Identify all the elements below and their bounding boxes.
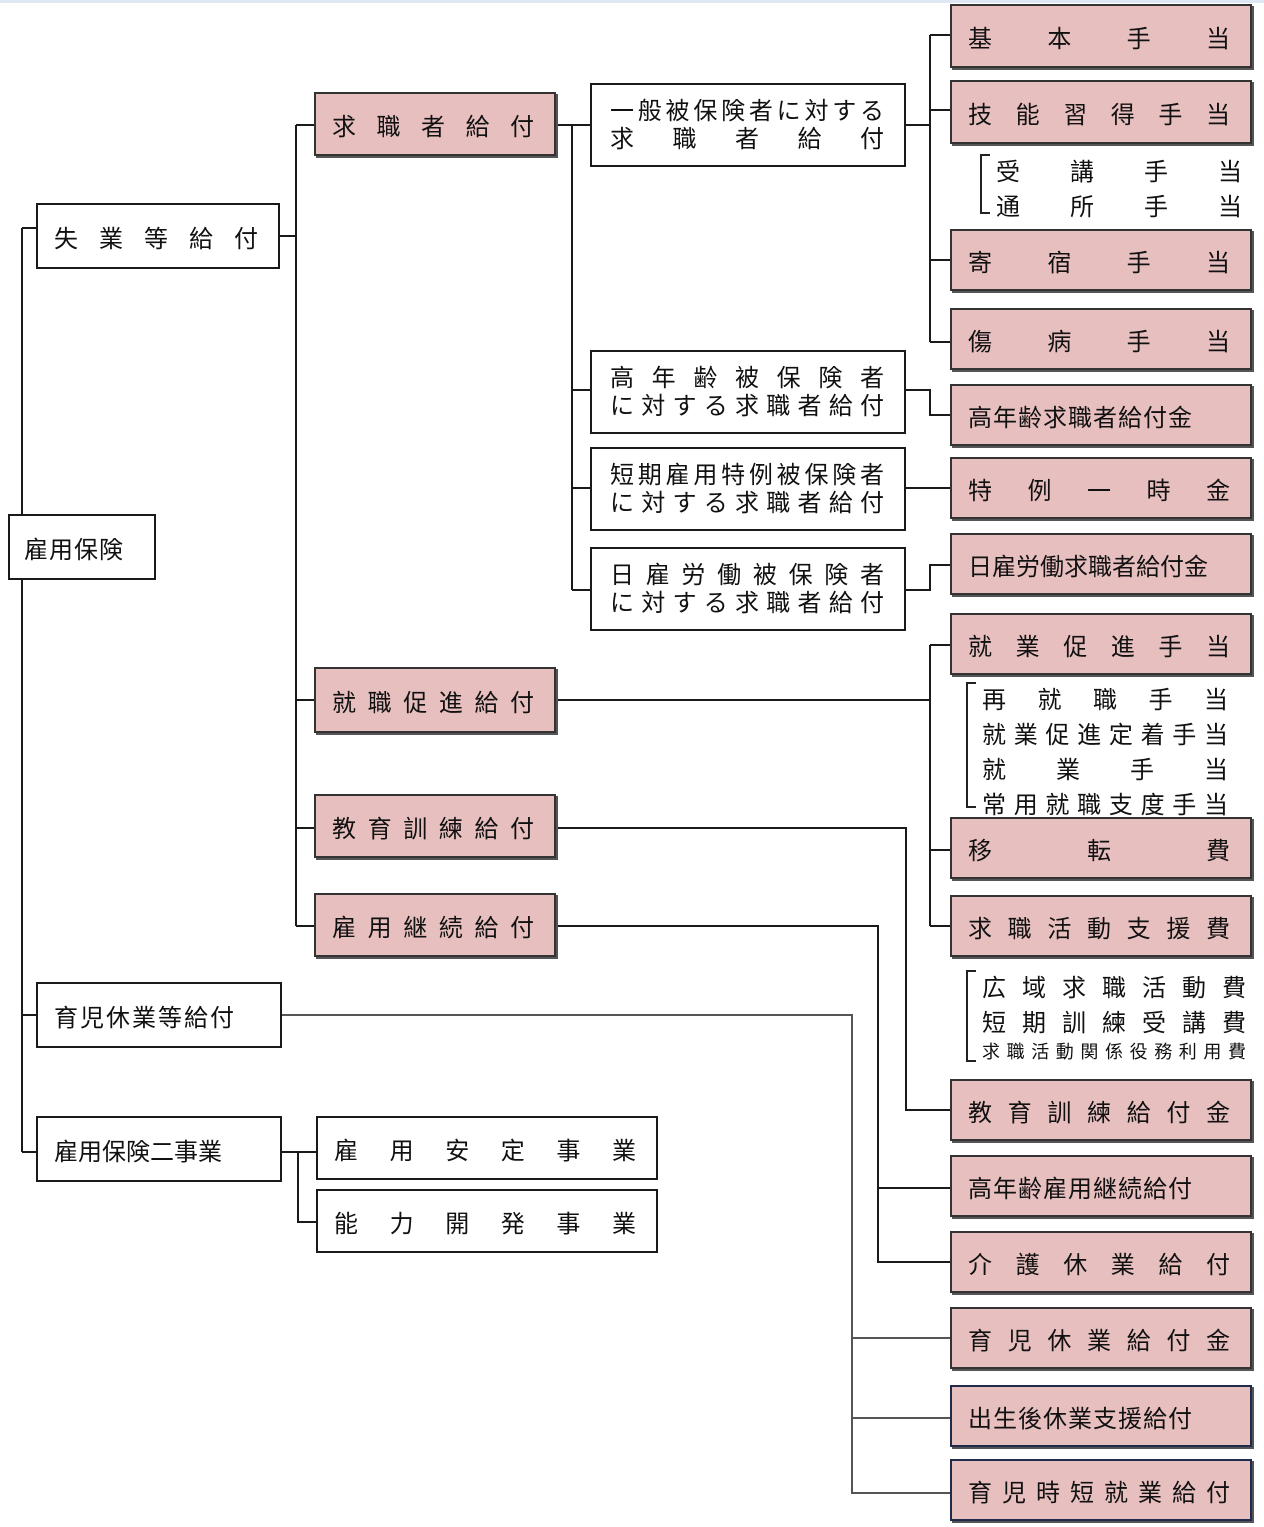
elderly-jobseeker-benefit-node: 高年齢求職者給付金 [950, 384, 1252, 446]
employment-promo-allowance-node: 就業促進手当 [950, 613, 1252, 675]
two-programs-connector [282, 1151, 316, 1223]
root-connector [8, 227, 38, 1153]
relocation-cost-node: 移転費 [950, 817, 1252, 879]
day-laborer-benefit-label: 日雇労働求職者給付金 [968, 552, 1208, 581]
job-search-sub-item: 短期訓練受講費 [982, 1009, 1246, 1037]
day-laborer-insured-node: 日雇労働被保険者 に対する求職者給付 [590, 547, 906, 631]
education-training-node: 教育訓練給付 [314, 794, 556, 858]
jobseeker-label: 求職者給付 [332, 112, 538, 141]
promo-connector [556, 644, 950, 927]
education-training-benefit-node: 教育訓練給付金 [950, 1079, 1252, 1141]
jobseeker-node: 求職者給付 [314, 92, 556, 156]
childcare-leave-label: 育児休業等給付 [54, 1003, 236, 1032]
day-laborer-insured-line1: 日雇労働被保険者 [610, 561, 886, 589]
basic-allowance-label: 基本手当 [968, 24, 1234, 53]
root-node: 雇用保険 [8, 514, 156, 580]
continued-employment-label: 雇用継続給付 [332, 913, 538, 942]
continued-employment-node: 雇用継続給付 [314, 893, 556, 957]
employment-promo-allowance-label: 就業促進手当 [968, 632, 1234, 661]
elderly-insured-node: 高年齢被保険者 に対する求職者給付 [590, 350, 906, 434]
education-training-label: 教育訓練給付 [332, 814, 538, 843]
childcare-leave-benefit-node: 育児休業給付金 [950, 1307, 1252, 1369]
lodging-allowance-label: 寄宿手当 [968, 248, 1234, 277]
employment-stability-node: 雇用安定事業 [316, 1116, 658, 1180]
ability-development-label: 能力開発事業 [334, 1209, 640, 1238]
unemployment-label: 失業等給付 [54, 224, 262, 253]
employment-promo-sub-list: 再就職手当 就業促進定着手当 就業手当 常用就職支度手当 [966, 680, 1228, 819]
postnatal-leave-support-label: 出生後休業支援給付 [968, 1404, 1193, 1433]
general-connector [906, 34, 950, 343]
ability-development-node: 能力開発事業 [316, 1189, 658, 1253]
day-laborer-benefit-node: 日雇労働求職者給付金 [950, 533, 1252, 595]
childcare-short-time-node: 育児時短就業給付 [950, 1459, 1252, 1521]
continued-connector [556, 925, 950, 1263]
employment-promo-sub-item: 常用就職支度手当 [982, 791, 1228, 819]
short-term-insured-node: 短期雇用特例被保険者 に対する求職者給付 [590, 447, 906, 531]
special-lump-sum-label: 特例一時金 [968, 476, 1234, 505]
childcare-leave-benefit-label: 育児休業給付金 [968, 1326, 1234, 1355]
special-lump-sum-node: 特例一時金 [950, 457, 1252, 519]
skill-sub-item: 受講手当 [996, 158, 1242, 186]
skill-sub-list: 受講手当 通所手当 [980, 152, 1242, 221]
postnatal-leave-support-node: 出生後休業支援給付 [950, 1385, 1252, 1447]
employment-promo-sub-bracket [966, 682, 976, 808]
elderly-continued-employment-node: 高年齢雇用継続給付 [950, 1155, 1252, 1217]
family-care-leave-node: 介護休業給付 [950, 1231, 1252, 1293]
reemployment-promo-node: 就職促進給付 [314, 667, 556, 733]
top-rule [0, 0, 1264, 3]
employment-promo-sub-item: 就業促進定着手当 [982, 721, 1228, 749]
basic-allowance-node: 基本手当 [950, 4, 1252, 68]
childcare-leave-node: 育児休業等給付 [36, 982, 282, 1048]
childcare-connector [282, 1014, 950, 1494]
job-search-support-node: 求職活動支援費 [950, 895, 1252, 957]
relocation-cost-label: 移転費 [968, 836, 1234, 865]
general-insured-line1: 一般被保険者に対する [610, 97, 886, 125]
education-connector [556, 827, 950, 1111]
skill-allowance-node: 技能習得手当 [950, 80, 1252, 144]
sickness-allowance-label: 傷病手当 [968, 327, 1234, 356]
elderly-insured-line2: に対する求職者給付 [610, 392, 886, 420]
job-search-sub-bracket [966, 970, 976, 1062]
childcare-short-time-label: 育児時短就業給付 [968, 1478, 1234, 1507]
employment-stability-label: 雇用安定事業 [334, 1136, 640, 1165]
employment-promo-sub-item: 再就職手当 [982, 686, 1228, 714]
job-search-sub-list: 広域求職活動費 短期訓練受講費 求職活動関係役務利用費 [966, 968, 1246, 1064]
general-insured-node: 一般被保険者に対する 求職者給付 [590, 83, 906, 167]
short-term-insured-line1: 短期雇用特例被保険者 [610, 461, 886, 489]
unemployment-node: 失業等給付 [36, 203, 280, 269]
skill-allowance-label: 技能習得手当 [968, 100, 1234, 129]
day-laborer-insured-line2: に対する求職者給付 [610, 589, 886, 617]
general-insured-line2: 求職者給付 [610, 125, 886, 153]
jobseeker-connector [556, 124, 590, 591]
job-search-sub-item: 求職活動関係役務利用費 [982, 1042, 1246, 1063]
elderly-insured-line1: 高年齢被保険者 [610, 364, 886, 392]
elderly-jobseeker-benefit-label: 高年齢求職者給付金 [968, 403, 1193, 432]
family-care-leave-label: 介護休業給付 [968, 1250, 1234, 1279]
skill-sub-item: 通所手当 [996, 193, 1242, 221]
sickness-allowance-node: 傷病手当 [950, 308, 1252, 370]
elderly-continued-employment-label: 高年齢雇用継続給付 [968, 1174, 1193, 1203]
elderly-connector [906, 389, 950, 416]
skill-sub-bracket [980, 154, 990, 214]
lodging-allowance-node: 寄宿手当 [950, 229, 1252, 291]
two-programs-label: 雇用保険二事業 [54, 1137, 222, 1166]
root-label: 雇用保険 [24, 535, 124, 564]
reemployment-promo-label: 就職促進給付 [332, 688, 538, 717]
education-training-benefit-label: 教育訓練給付金 [968, 1098, 1234, 1127]
day-laborer-connector [906, 564, 950, 591]
job-search-sub-item: 広域求職活動費 [982, 974, 1246, 1002]
job-search-support-label: 求職活動支援費 [968, 914, 1234, 943]
unemployment-connector [280, 124, 314, 927]
short-term-insured-line2: に対する求職者給付 [610, 489, 886, 517]
employment-promo-sub-item: 就業手当 [982, 756, 1228, 784]
two-programs-node: 雇用保険二事業 [36, 1116, 282, 1182]
